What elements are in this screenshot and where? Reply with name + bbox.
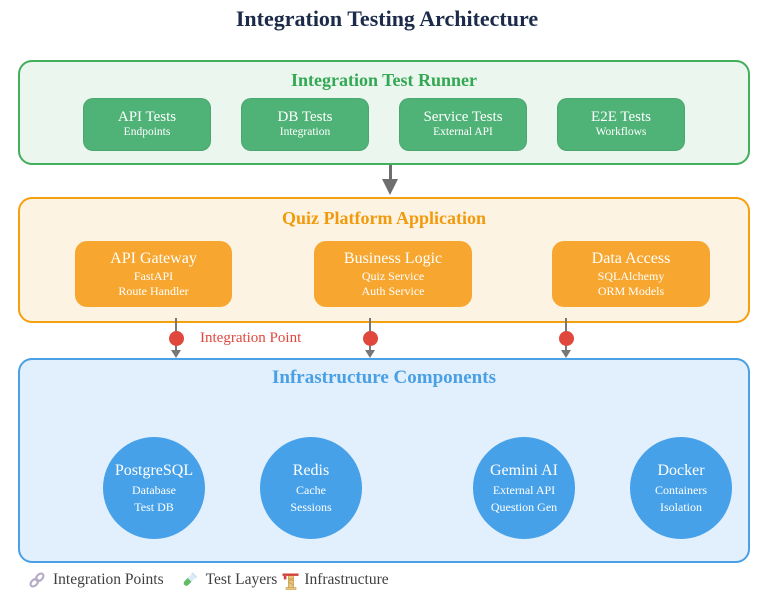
section-test-runner-title: Integration Test Runner [290,70,478,90]
down-arrow-line [389,165,392,180]
node-subtitle: Auth Service [361,284,425,299]
down-arrow-icon [382,179,398,195]
node-title: Redis [292,462,330,480]
section-application: Quiz Platform Application API Gateway Fa… [18,197,750,323]
integration-pin-icon [168,318,184,362]
link-icon [28,571,46,589]
node-subtitle: Isolation [660,499,702,514]
node-business-logic: Business Logic Quiz Service Auth Service [314,241,472,307]
node-subtitle: SQLAlchemy [597,269,665,284]
section-test-runner: Integration Test Runner API Tests Endpoi… [18,60,750,165]
node-subtitle: External API [492,483,556,497]
node-subtitle: Integration [279,126,331,139]
page-title: Integration Testing Architecture [235,6,539,31]
node-api-gateway: API Gateway FastAPI Route Handler [75,241,232,307]
node-data-access: Data Access SQLAlchemy ORM Models [552,241,710,307]
node-service-tests: Service Tests External API [399,98,527,151]
construction-crane-icon [282,570,299,590]
node-title: Business Logic [343,249,443,267]
node-subtitle: FastAPI [133,269,174,284]
node-title: DB Tests [277,108,333,125]
node-docker: Docker Containers Isolation [630,437,732,539]
node-subtitle: Cache [296,483,326,497]
node-subtitle: Database [132,483,176,497]
section-infrastructure-title: Infrastructure Components [272,367,496,388]
integration-pin-icon [362,318,378,362]
legend-label: Test Layers [205,571,278,588]
section-infrastructure: Infrastructure Components PostgreSQL Dat… [18,358,750,563]
node-subtitle: ORM Models [597,284,665,299]
node-subtitle: Containers [655,483,707,497]
node-db-tests: DB Tests Integration [241,98,369,151]
legend-label: Integration Points [53,571,164,588]
node-subtitle: Quiz Service [361,269,425,284]
node-api-tests: API Tests Endpoints [83,98,211,151]
node-subtitle: Question Gen [490,499,558,514]
node-redis: Redis Cache Sessions [260,437,362,539]
integration-point-label: Integration Point [200,330,302,346]
node-title: Data Access [591,249,671,267]
node-title: Docker [657,462,705,480]
node-title: Gemini AI [490,462,558,480]
node-subtitle: Workflows [595,126,647,139]
node-subtitle: Test DB [134,499,174,514]
section-application-title: Quiz Platform Application [282,208,486,228]
node-subtitle: External API [433,126,493,139]
node-postgresql: PostgreSQL Database Test DB [103,437,205,539]
node-subtitle: Endpoints [123,126,171,139]
node-title: API Gateway [110,249,197,267]
node-gemini-ai: Gemini AI External API Question Gen [473,437,575,539]
legend: Integration Points Test Layers [28,570,389,590]
node-subtitle: Route Handler [118,284,189,299]
legend-label: Infrastructure [304,571,389,588]
test-tube-icon [180,571,199,590]
node-title: PostgreSQL [114,462,194,480]
test-runner-box-row: API Tests Endpoints DB Tests Integration… [20,98,748,151]
integration-pin-icon [558,318,574,362]
node-title: API Tests [117,108,177,125]
node-title: E2E Tests [591,108,651,125]
node-subtitle: Sessions [290,499,332,514]
node-title: Service Tests [423,108,503,125]
node-e2e-tests: E2E Tests Workflows [557,98,685,151]
